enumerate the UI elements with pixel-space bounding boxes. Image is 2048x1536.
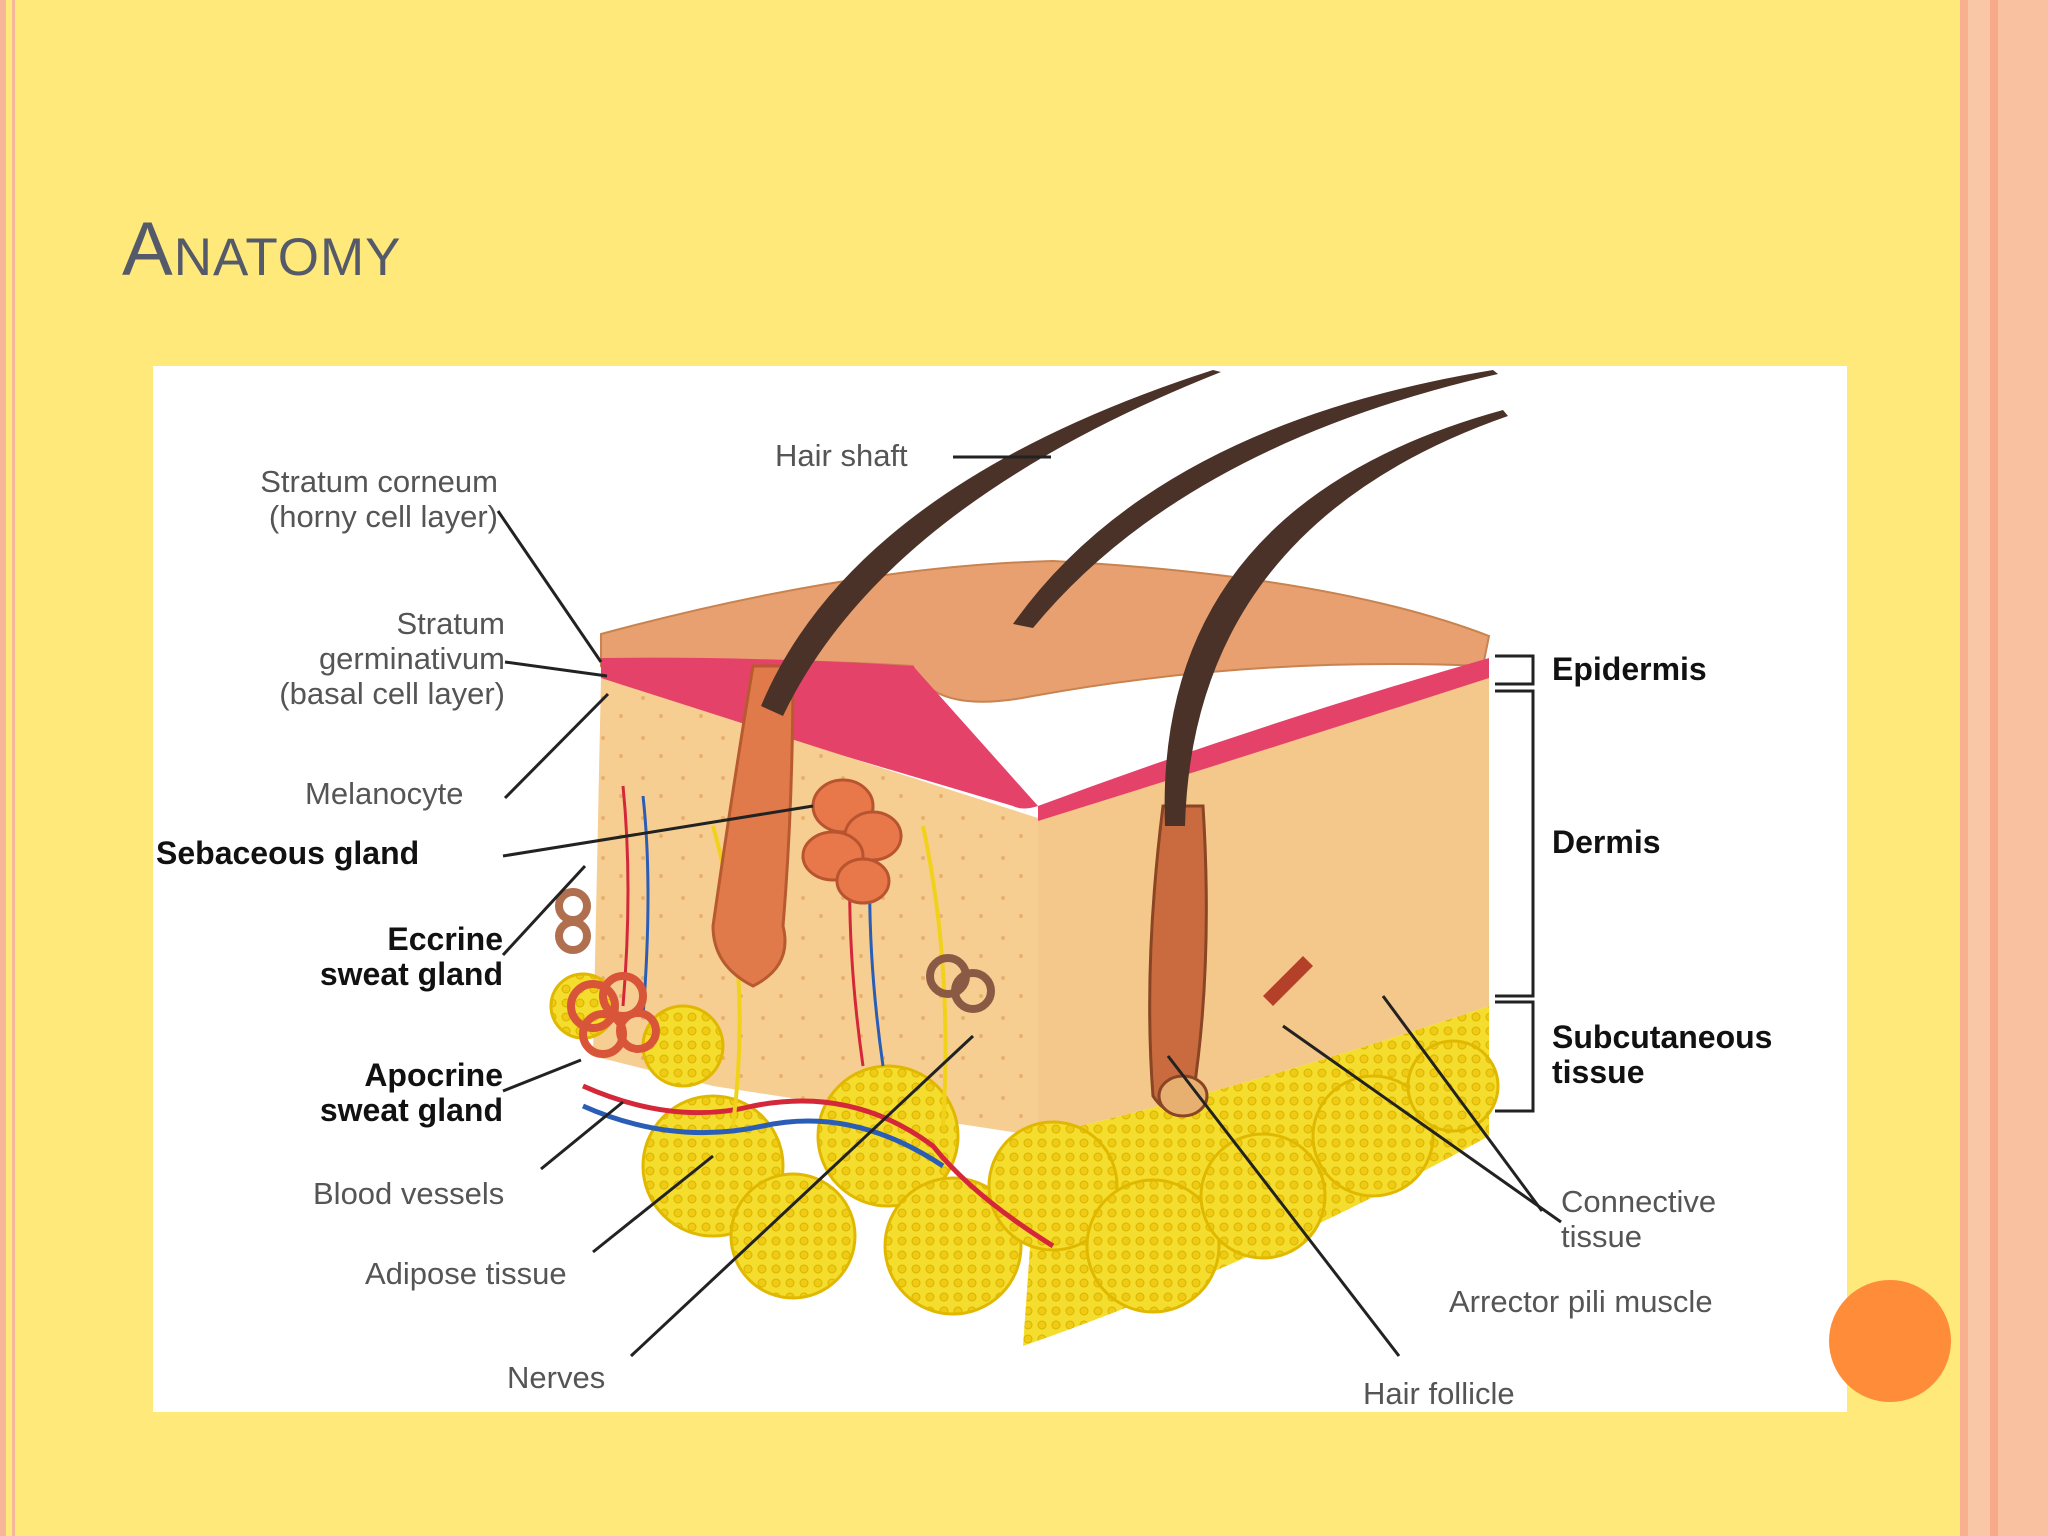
label-eccrine-line2: sweat gland [319, 956, 503, 992]
layer-brackets [1495, 654, 1535, 1113]
label-stratum-corneum: Stratum corneum (horny cell layer) [260, 464, 498, 534]
label-subcutaneous-line1: Subcutaneous [1552, 1019, 1773, 1055]
left-border-stripe [0, 0, 6, 1536]
left-hair-follicle [711, 664, 795, 988]
label-adipose-tissue: Adipose tissue [365, 1256, 567, 1291]
label-connective-line2: tissue [1561, 1219, 1642, 1254]
label-stratum-germinativum-line3: (basal cell layer) [279, 676, 505, 711]
label-connective-tissue: Connective tissue [1561, 1184, 1716, 1254]
sebaceous-gland-drawing [801, 778, 903, 905]
arrector-pili-drawing [1263, 956, 1313, 1006]
label-melanocyte: Melanocyte [305, 776, 464, 811]
label-nerves: Nerves [507, 1360, 606, 1395]
label-arrector-pili-muscle: Arrector pili muscle [1449, 1284, 1713, 1319]
accent-circle [1829, 1280, 1951, 1402]
epidermis-band-right [1038, 658, 1489, 826]
label-stratum-germinativum: Stratum germinativum (basal cell layer) [279, 606, 505, 711]
right-hair-follicle [1148, 804, 1208, 1113]
right-border-stripe-3 [1990, 0, 1998, 1536]
label-sebaceous-gland: Sebaceous gland [156, 835, 420, 871]
label-eccrine-line1: Eccrine [387, 921, 503, 957]
right-border-stripe-1 [1960, 0, 1968, 1536]
adipose-lobules [549, 972, 1500, 1316]
right-border-stripe-4 [1998, 0, 2048, 1536]
sweat-gland-coils [555, 888, 995, 1058]
label-stratum-corneum-line2: (horny cell layer) [268, 499, 498, 534]
label-subcutaneous-tissue: Subcutaneous tissue [1552, 1020, 1772, 1090]
label-stratum-corneum-line1: Stratum corneum [260, 464, 498, 499]
skin-cross-section-illustration [496, 370, 1562, 1358]
label-dermis: Dermis [1552, 824, 1661, 860]
leader-lines [496, 455, 1562, 1358]
label-apocrine-line2: sweat gland [319, 1092, 503, 1128]
hair-shaft-3 [1164, 410, 1508, 826]
label-epidermis: Epidermis [1552, 651, 1707, 687]
label-connective-line1: Connective [1561, 1184, 1717, 1219]
label-blood-vessels: Blood vessels [313, 1176, 505, 1211]
right-border-stripe-2 [1968, 0, 1990, 1536]
label-apocrine-sweat-gland: Apocrine sweat gland [320, 1058, 503, 1128]
label-subcutaneous-line2: tissue [1552, 1054, 1645, 1090]
label-apocrine-line1: Apocrine [364, 1057, 503, 1093]
skin-anatomy-figure: Hair shaft Stratum corneum (horny cell l… [153, 366, 1847, 1412]
label-stratum-germinativum-line2: germinativum [318, 641, 505, 676]
label-stratum-germinativum-line1: Stratum [396, 606, 505, 641]
label-hair-shaft: Hair shaft [775, 438, 908, 473]
left-border-stripe-inner [12, 0, 15, 1536]
epidermis-band [601, 657, 1038, 809]
label-eccrine-sweat-gland: Eccrine sweat gland [320, 922, 503, 992]
slide-title: Anatomy [122, 207, 402, 292]
label-hair-follicle: Hair follicle [1363, 1376, 1515, 1411]
